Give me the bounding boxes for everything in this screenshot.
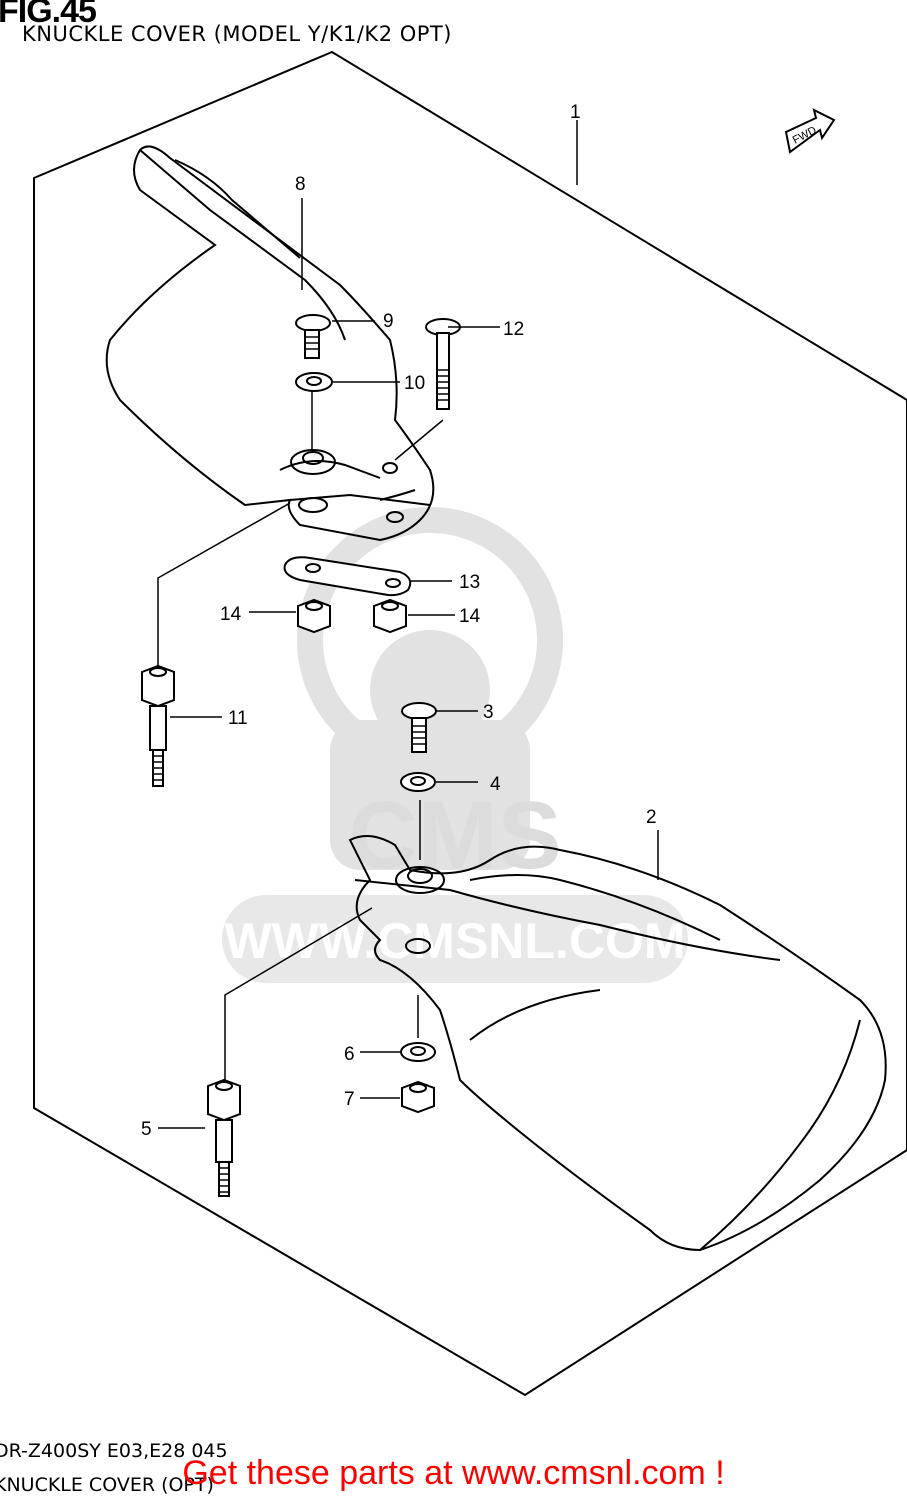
callout-2: 2 (646, 807, 657, 828)
forward-arrow-icon: FWD (784, 108, 836, 154)
callout-13: 13 (459, 572, 480, 593)
callout-5: 5 (141, 1119, 152, 1140)
callout-14-right: 14 (459, 606, 481, 627)
washer-4 (400, 772, 436, 792)
footer-part-name: KNUCKLE COVER (OPT) (0, 1474, 214, 1496)
callout-11: 11 (228, 708, 248, 729)
callout-1: 1 (570, 102, 581, 123)
bolt-11 (141, 664, 175, 787)
nut-14-left (297, 598, 331, 634)
callout-10: 10 (404, 373, 425, 394)
nut-7 (401, 1080, 435, 1114)
figure-number: FIG.45 (0, 0, 97, 30)
callout-6: 6 (344, 1044, 355, 1065)
callout-7: 7 (344, 1089, 355, 1110)
callout-4: 4 (490, 774, 501, 795)
knuckle-cover-lower (348, 835, 887, 1252)
figure-title: KNUCKLE COVER (MODEL Y/K1/K2 OPT) (22, 22, 452, 46)
watermark-brand: CMS (348, 782, 561, 889)
bolt-12 (425, 318, 461, 410)
kit-outline (33, 50, 907, 1397)
watermark: CMS WWW.CMSNL.COM (222, 507, 688, 983)
bolt-5 (207, 1078, 241, 1197)
callout-8: 8 (295, 174, 306, 195)
callout-12: 12 (503, 319, 524, 340)
footer-model-code: DR-Z400SY E03,E28 045 (0, 1440, 228, 1462)
watermark-url: WWW.CMSNL.COM (224, 913, 685, 969)
leader-lines (158, 120, 659, 1129)
callout-3: 3 (483, 702, 494, 723)
plate-13 (283, 556, 412, 597)
assembly-lines (157, 390, 444, 1082)
washer-6 (400, 1042, 436, 1062)
bolt-9 (295, 314, 331, 359)
nut-14-right (373, 598, 407, 634)
knuckle-cover-upper (105, 145, 435, 542)
callout-9: 9 (383, 311, 394, 332)
callout-14-left: 14 (220, 604, 242, 625)
washer-10 (295, 372, 333, 392)
promo-link[interactable]: Get these parts at www.cmsnl.com ! (182, 1454, 725, 1492)
callout-labels: 1 2 3 4 5 6 7 8 9 10 11 12 13 14 14 (141, 102, 657, 1140)
